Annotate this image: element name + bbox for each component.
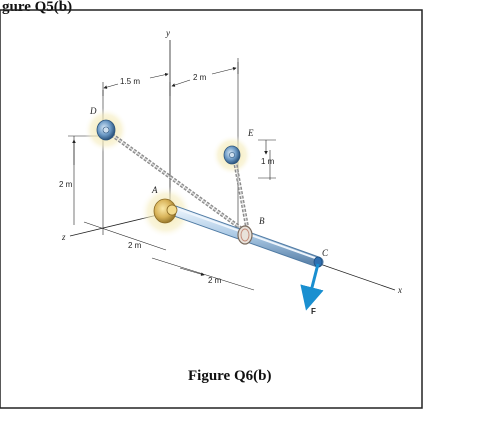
label-b: B	[259, 216, 265, 226]
dim-line-1b	[149, 72, 169, 79]
support-d-eye	[102, 126, 110, 134]
support-a-ball	[166, 204, 178, 216]
dim-2m-left: 2 m	[59, 180, 73, 189]
dim-2m-x: 2 m	[208, 276, 222, 285]
dim-line-x	[151, 257, 255, 291]
dim-line-2b	[211, 66, 237, 75]
label-f: F	[311, 307, 316, 316]
collar-b	[237, 225, 253, 245]
label-a: A	[151, 185, 158, 195]
dim-2m-top: 2 m	[193, 73, 207, 82]
dim-line-2a	[171, 79, 191, 87]
dim-line-1a	[103, 83, 119, 89]
figure-border	[0, 9, 423, 409]
collar-b-inner	[240, 228, 250, 242]
x-axis-label: x	[397, 285, 402, 295]
support-e-eye	[229, 152, 235, 158]
dim-line-z	[83, 221, 167, 251]
dim-2m-z: 2 m	[128, 241, 142, 250]
z-axis-label: z	[61, 232, 66, 242]
dim-arrow-x-a	[179, 267, 205, 276]
figure-caption: Figure Q6(b)	[188, 368, 271, 384]
cable-eb-hl	[233, 155, 249, 233]
label-c: C	[322, 248, 329, 258]
label-d: D	[89, 106, 97, 116]
label-e: E	[247, 128, 254, 138]
cable-db-hl	[107, 131, 247, 233]
force-f-arrow	[300, 263, 324, 311]
y-axis-label: y	[165, 28, 170, 38]
header-fragment: gure Q5(b)	[2, 0, 72, 15]
dim-1-5m: 1.5 m	[120, 77, 140, 86]
dim-1m: 1 m	[261, 157, 275, 166]
